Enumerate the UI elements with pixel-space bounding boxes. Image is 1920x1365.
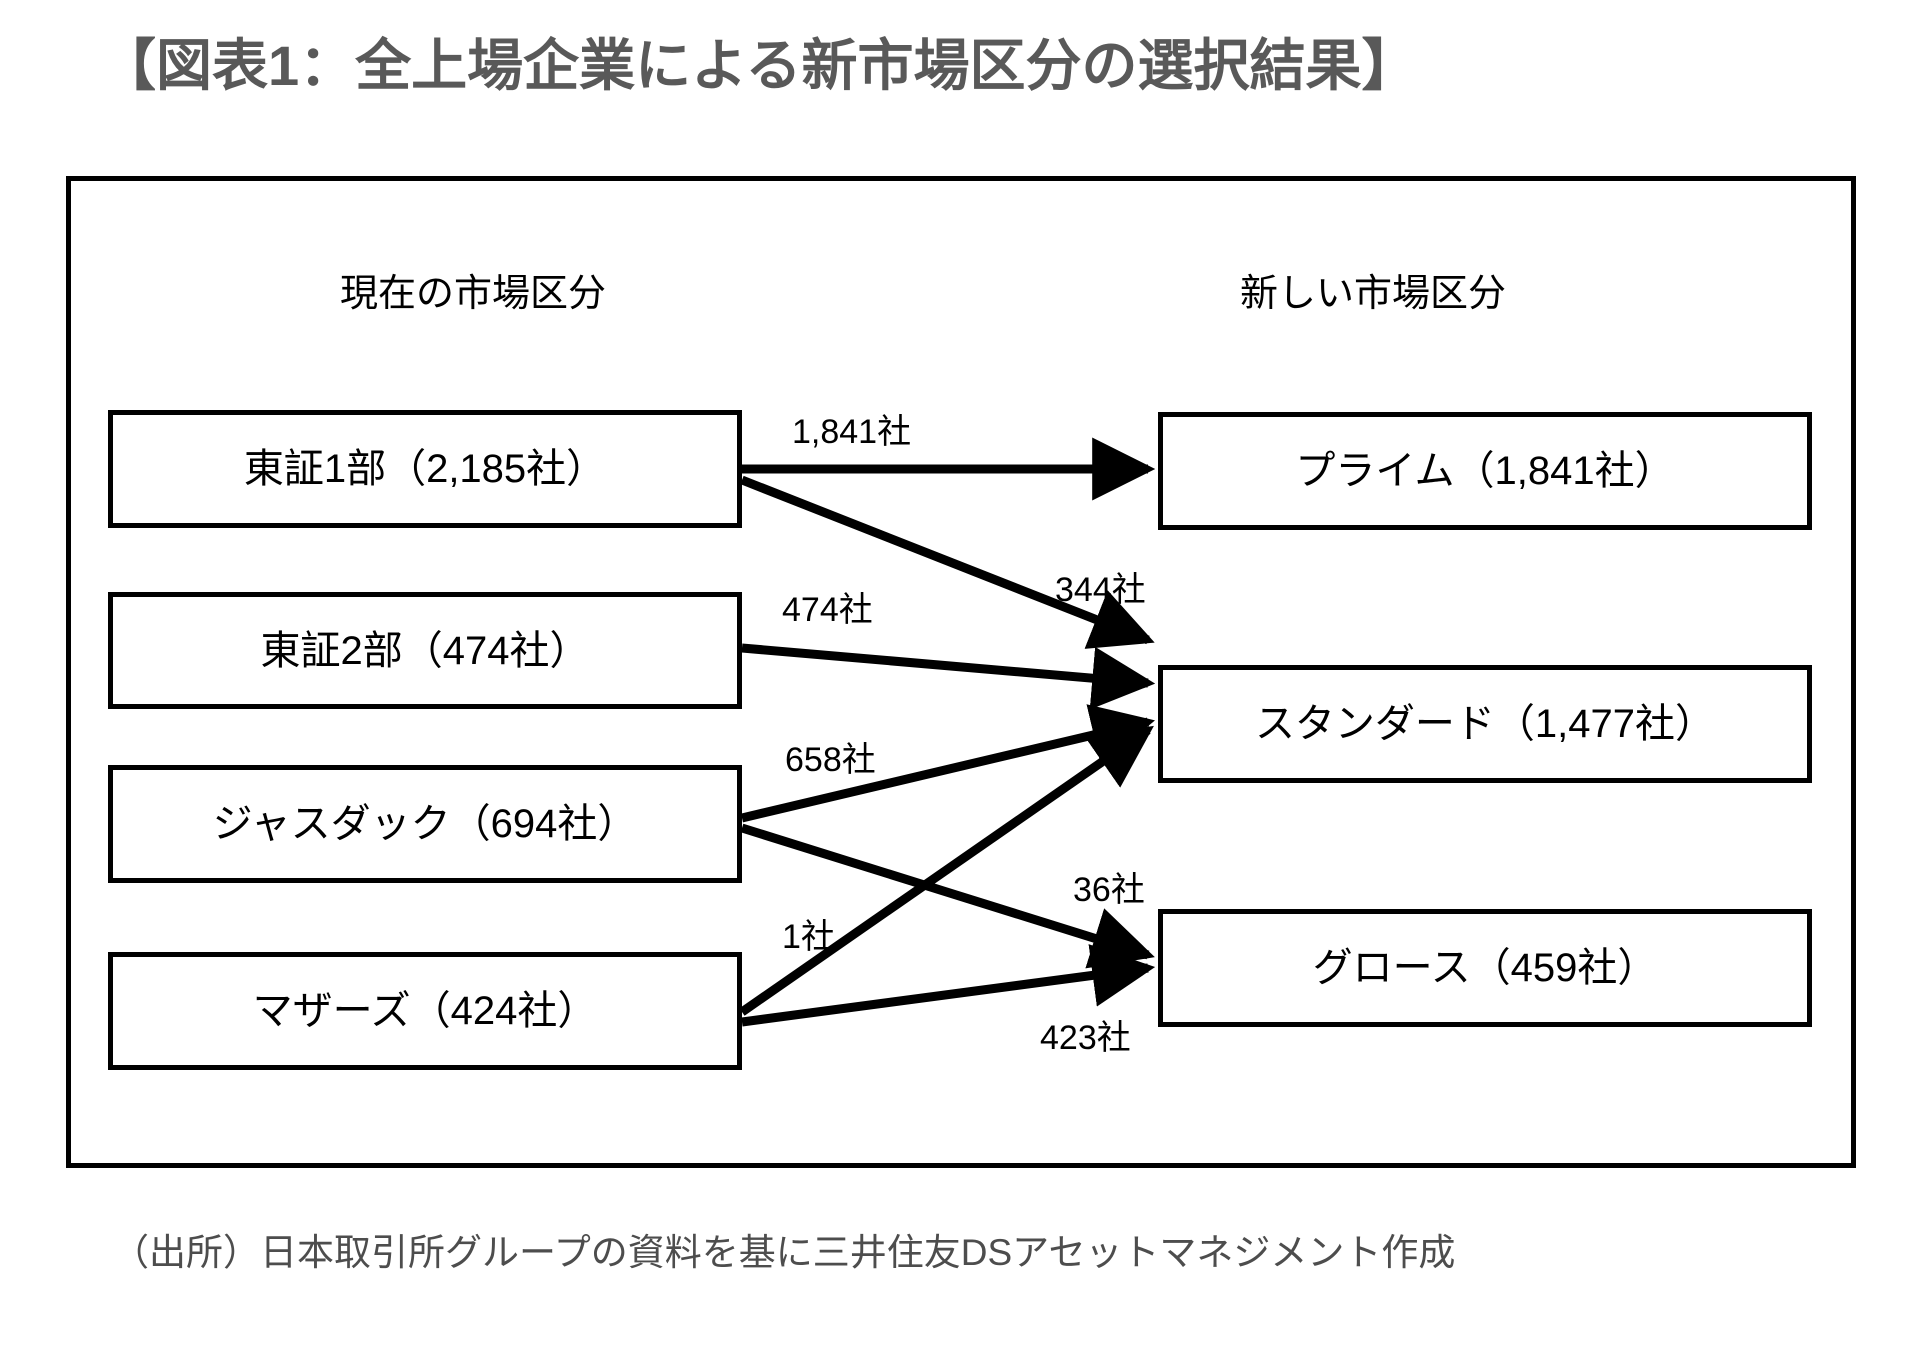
edge-label-mothers-to-standard: 1社 [782,918,835,956]
node-label-tse1: 東証1部（2,185社） [243,447,607,491]
node-label-jasdaq: ジャスダック（694社） [212,802,638,846]
edge-label-tse1-to-standard: 344社 [1055,571,1146,609]
node-label-tse2: 東証2部（474社） [260,628,590,673]
node-box-growth: グロース（459社） [1158,909,1812,1027]
edge-label-tse2-to-standard: 474社 [782,591,873,629]
node-label-mothers: マザーズ（424社） [252,989,598,1033]
column-header-current-market: 現在の市場区分 [340,273,607,315]
edge-label-tse1-to-prime: 1,841社 [792,413,912,451]
node-box-jasdaq: ジャスダック（694社） [108,765,742,883]
column-header-new-market: 新しい市場区分 [1240,273,1507,315]
edge-label-jasdaq-to-standard: 658社 [785,741,876,779]
node-box-standard: スタンダード（1,477社） [1158,665,1812,783]
page-title: 【図表1：全上場企業による新市場区分の選択結果】 [100,34,1418,97]
node-box-prime: プライム（1,841社） [1158,412,1812,530]
node-box-tse1: 東証1部（2,185社） [108,410,742,528]
node-label-growth: グロース（459社） [1312,946,1658,990]
node-label-standard: スタンダード（1,477社） [1254,702,1716,746]
edge-label-mothers-to-growth: 423社 [1040,1019,1131,1057]
edge-label-jasdaq-to-growth: 36社 [1073,871,1145,909]
node-box-mothers: マザーズ（424社） [108,952,742,1070]
node-label-prime: プライム（1,841社） [1295,449,1675,493]
node-box-tse2: 東証2部（474社） [108,592,742,709]
source-note: （出所）日本取引所グループの資料を基に三井住友DSアセットマネジメント作成 [112,1232,1456,1273]
